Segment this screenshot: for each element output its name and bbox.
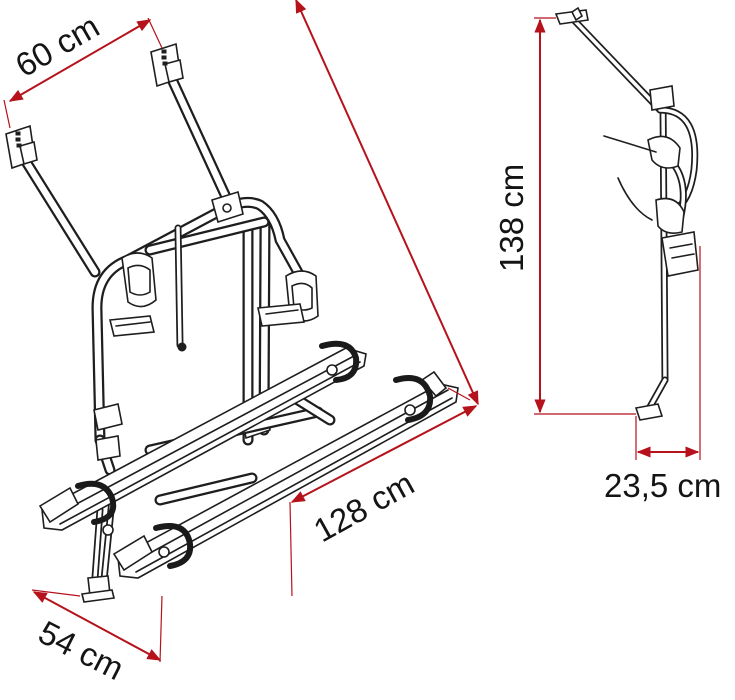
dimension-label-138cm: 138 cm (493, 164, 530, 272)
dimension-23-5cm: 23,5 cm (604, 246, 721, 504)
dimension-128cm: 128 cm (289, 0, 479, 597)
dimension-138cm: 138 cm (493, 17, 636, 415)
perspective-view (5, 42, 459, 603)
dimension-54cm: 54 cm (31, 589, 163, 687)
frame-clamp-top (211, 190, 244, 224)
top-bracket-left (5, 124, 38, 170)
wheel-rail-upper (38, 347, 367, 531)
dimension-label-60cm: 60 cm (9, 7, 105, 84)
support-arm-right (164, 69, 238, 216)
frame-holder-left (108, 252, 157, 337)
dimension-label-128cm: 128 cm (307, 464, 420, 549)
dimension-label-23-5cm: 23,5 cm (604, 467, 721, 504)
side-view (554, 6, 699, 421)
top-bracket-right (150, 42, 184, 88)
dimension-60cm: 60 cm (3, 7, 163, 129)
wheel-straps (75, 340, 434, 569)
hanging-strap (174, 224, 187, 352)
support-arm-left (19, 154, 101, 278)
dimension-label-54cm: 54 cm (33, 613, 130, 687)
